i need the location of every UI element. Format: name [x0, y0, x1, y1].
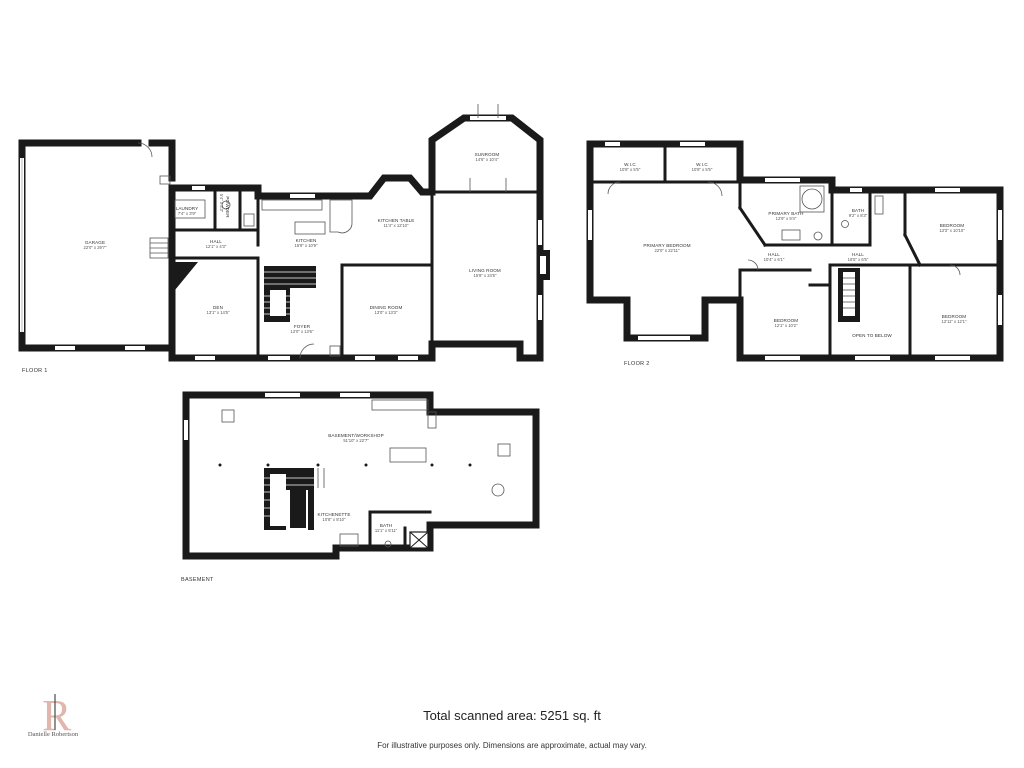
hall1-dim: 12'1" x 4'3": [206, 244, 227, 249]
wic1-label: W.I.C: [624, 162, 636, 167]
bath2-dim: 9'2" x 8'3": [849, 213, 868, 218]
sunroom-dim: 14'6" x 10'4": [476, 157, 499, 162]
floor-1-label: FLOOR 1: [22, 368, 48, 374]
kitchen-label: KITCHEN: [296, 238, 317, 243]
wic2-dim: 10'8" x 5'5": [692, 167, 713, 172]
brand-name: Danielle Robertson: [27, 731, 79, 738]
open-to-below-label: OPEN TO BELOW: [852, 333, 892, 338]
hall2b-label: HALL: [852, 252, 864, 257]
powder-dim: 5'4" x 3'3": [219, 194, 224, 213]
primary-bedroom-dim: 22'0" x 22'11": [655, 248, 680, 253]
bedroom-se-label: BEDROOM: [942, 314, 967, 319]
basement-plan: [182, 391, 540, 560]
primary-bath-dim: 12'9" x 9'4": [776, 216, 797, 221]
floor-2-label: FLOOR 2: [624, 361, 650, 367]
dining-room-label: DINING ROOM: [370, 305, 403, 310]
wic2-label: W.I.C: [696, 162, 708, 167]
logo-mark-icon: R: [42, 691, 72, 740]
basement-workshop-label: BASEMENT/WORKSHOP: [328, 433, 384, 438]
floor-1-plan: [18, 104, 550, 362]
sunroom-label: SUNROOM: [475, 152, 500, 157]
wic1-dim: 10'8" x 5'5": [620, 167, 641, 172]
bath2-label: BATH: [852, 208, 864, 213]
total-scanned-area: Total scanned area: 5251 sq. ft: [423, 708, 601, 723]
kitchenette-dim: 10'8" x 8'10": [323, 517, 346, 522]
powder-label: POWDER: [225, 196, 230, 218]
disclaimer-text: For illustrative purposes only. Dimensio…: [377, 741, 647, 750]
basement-label: BASEMENT: [181, 577, 214, 583]
basement-workshop-dim: 51'10" x 22'7": [343, 438, 369, 443]
dining-room-dim: 13'0" x 13'3": [375, 310, 398, 315]
laundry-dim: 7'4" x 3'9": [178, 211, 197, 216]
garage-dim: 22'0" x 29'7": [84, 245, 107, 250]
foyer-label: FOYER: [294, 324, 311, 329]
bedroom-ne-dim: 13'3" x 10'10": [939, 228, 965, 233]
primary-bath-label: PRIMARY BATH: [768, 211, 803, 216]
hall2a-label: HALL: [768, 252, 780, 257]
hall2a-dim: 10'4" x 6'1": [764, 257, 785, 262]
living-room-dim: 15'8" x 24'5": [474, 273, 497, 278]
kitchenette-label: KITCHENETTE: [317, 512, 350, 517]
foyer-dim: 12'0" x 13'6": [291, 329, 314, 334]
bath-basement-label: BATH: [380, 523, 392, 528]
kitchen-table-label: KITCHEN TABLE: [378, 218, 415, 223]
bedroom-sw-label: BEDROOM: [774, 318, 799, 323]
logo-letter: R: [42, 691, 72, 740]
bath-basement-dim: 11'1" x 5'11": [375, 528, 398, 533]
bedroom-ne-label: BEDROOM: [940, 223, 965, 228]
primary-bedroom-label: PRIMARY BEDROOM: [643, 243, 690, 248]
hall1-label: HALL: [210, 239, 222, 244]
garage-label: GARAGE: [85, 240, 105, 245]
bedroom-sw-dim: 12'1" x 10'2": [775, 323, 798, 328]
floor-2-plan: [586, 140, 1004, 362]
hall2b-dim: 16'5" x 6'5": [848, 257, 869, 262]
den-dim: 13'1" x 14'5": [207, 310, 230, 315]
den-label: DEN: [213, 305, 223, 310]
laundry-label: LAUNDRY: [176, 206, 199, 211]
brand-logo: R: [24, 688, 84, 740]
kitchen-table-dim: 11'4" x 12'10": [384, 223, 409, 228]
kitchen-dim: 15'9" x 10'9": [295, 243, 318, 248]
living-room-label: LIVING ROOM: [469, 268, 501, 273]
bedroom-se-dim: 12'11" x 12'1": [942, 319, 967, 324]
